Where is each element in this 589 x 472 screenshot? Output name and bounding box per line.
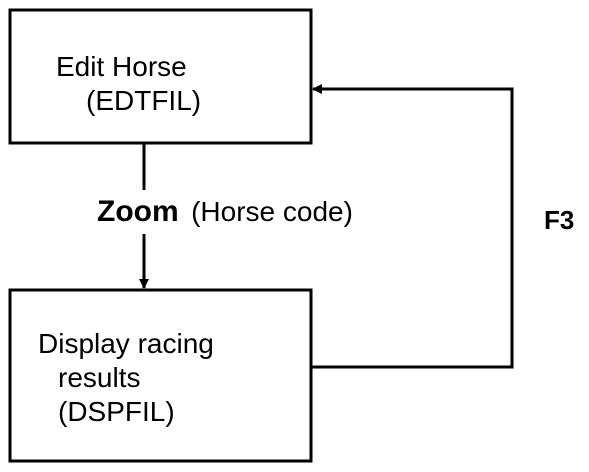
edit-horse-box	[8, 8, 313, 145]
edit-horse-code: (EDTFIL)	[86, 85, 201, 116]
node-edit-horse: Edit Horse (EDTFIL)	[8, 8, 313, 145]
zoom-detail: (Horse code)	[191, 196, 353, 227]
zoom-key: Zoom	[97, 195, 179, 228]
display-results-title: Display racing	[38, 328, 214, 359]
edge-zoom: Zoom (Horse code)	[97, 144, 353, 289]
f3-label: F3	[544, 205, 574, 235]
zoom-label: Zoom (Horse code)	[97, 195, 353, 228]
return-arrow	[311, 84, 514, 369]
display-results-box	[8, 288, 313, 463]
edit-horse-title: Edit Horse	[56, 51, 187, 82]
edge-return: F3	[311, 84, 574, 369]
display-results-code: (DSPFIL)	[58, 396, 175, 427]
display-results-subtitle: results	[58, 362, 140, 393]
node-display-results: Display racing results (DSPFIL)	[8, 288, 313, 463]
